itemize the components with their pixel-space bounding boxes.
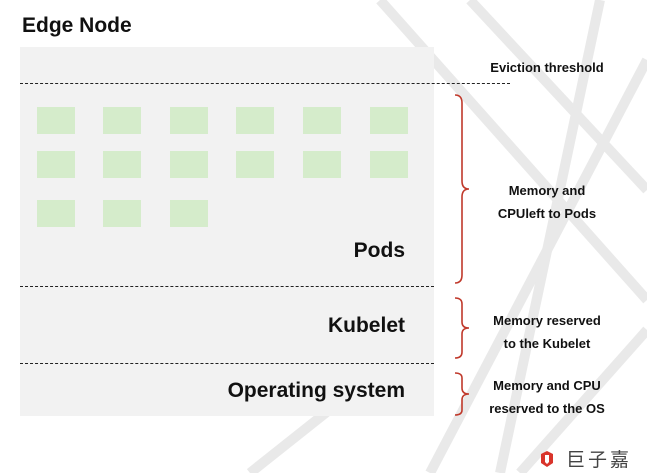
os-note: Memory and CPU reserved to the OS — [474, 374, 620, 420]
kubelet-note: Memory reserved to the Kubelet — [474, 309, 620, 355]
kubelet-os-divider — [20, 363, 434, 364]
pods-note: Memory and CPUleft to Pods — [474, 179, 620, 225]
eviction-threshold-label: Eviction threshold — [490, 60, 604, 75]
brand-logo-icon — [541, 450, 553, 467]
pods-brace — [454, 94, 470, 284]
pods-note-line1: Memory and — [508, 183, 586, 198]
os-note-line1: Memory and CPU — [493, 378, 601, 393]
pod — [37, 200, 75, 227]
pods-label: Pods — [353, 239, 405, 262]
pod — [170, 151, 208, 178]
kubelet-brace — [454, 297, 470, 359]
pod — [37, 107, 75, 134]
pods-kubelet-divider — [20, 286, 434, 287]
eviction-threshold-line — [20, 83, 510, 84]
diagram-title: Edge Node — [22, 14, 132, 37]
kubelet-note-line1: Memory reserved — [493, 313, 601, 328]
kubelet-note-line2: to the Kubelet — [503, 336, 591, 351]
brand-logo: 巨子嘉 — [538, 445, 632, 472]
pod — [103, 200, 141, 227]
pod — [103, 151, 141, 178]
pod — [370, 107, 408, 134]
pod — [170, 200, 208, 227]
pod — [303, 107, 341, 134]
pod — [170, 107, 208, 134]
pod — [370, 151, 408, 178]
edge-node-box — [20, 47, 434, 416]
pod — [103, 107, 141, 134]
pod — [303, 151, 341, 178]
pods-note-line2: CPUleft to Pods — [497, 206, 597, 221]
pod — [236, 151, 274, 178]
pod — [37, 151, 75, 178]
os-brace — [454, 372, 470, 416]
os-note-line2: reserved to the OS — [489, 401, 605, 416]
pod — [236, 107, 274, 134]
brand-logo-text: 巨子嘉 — [566, 449, 633, 471]
kubelet-label: Kubelet — [327, 314, 405, 337]
os-label: Operating system — [227, 379, 405, 402]
